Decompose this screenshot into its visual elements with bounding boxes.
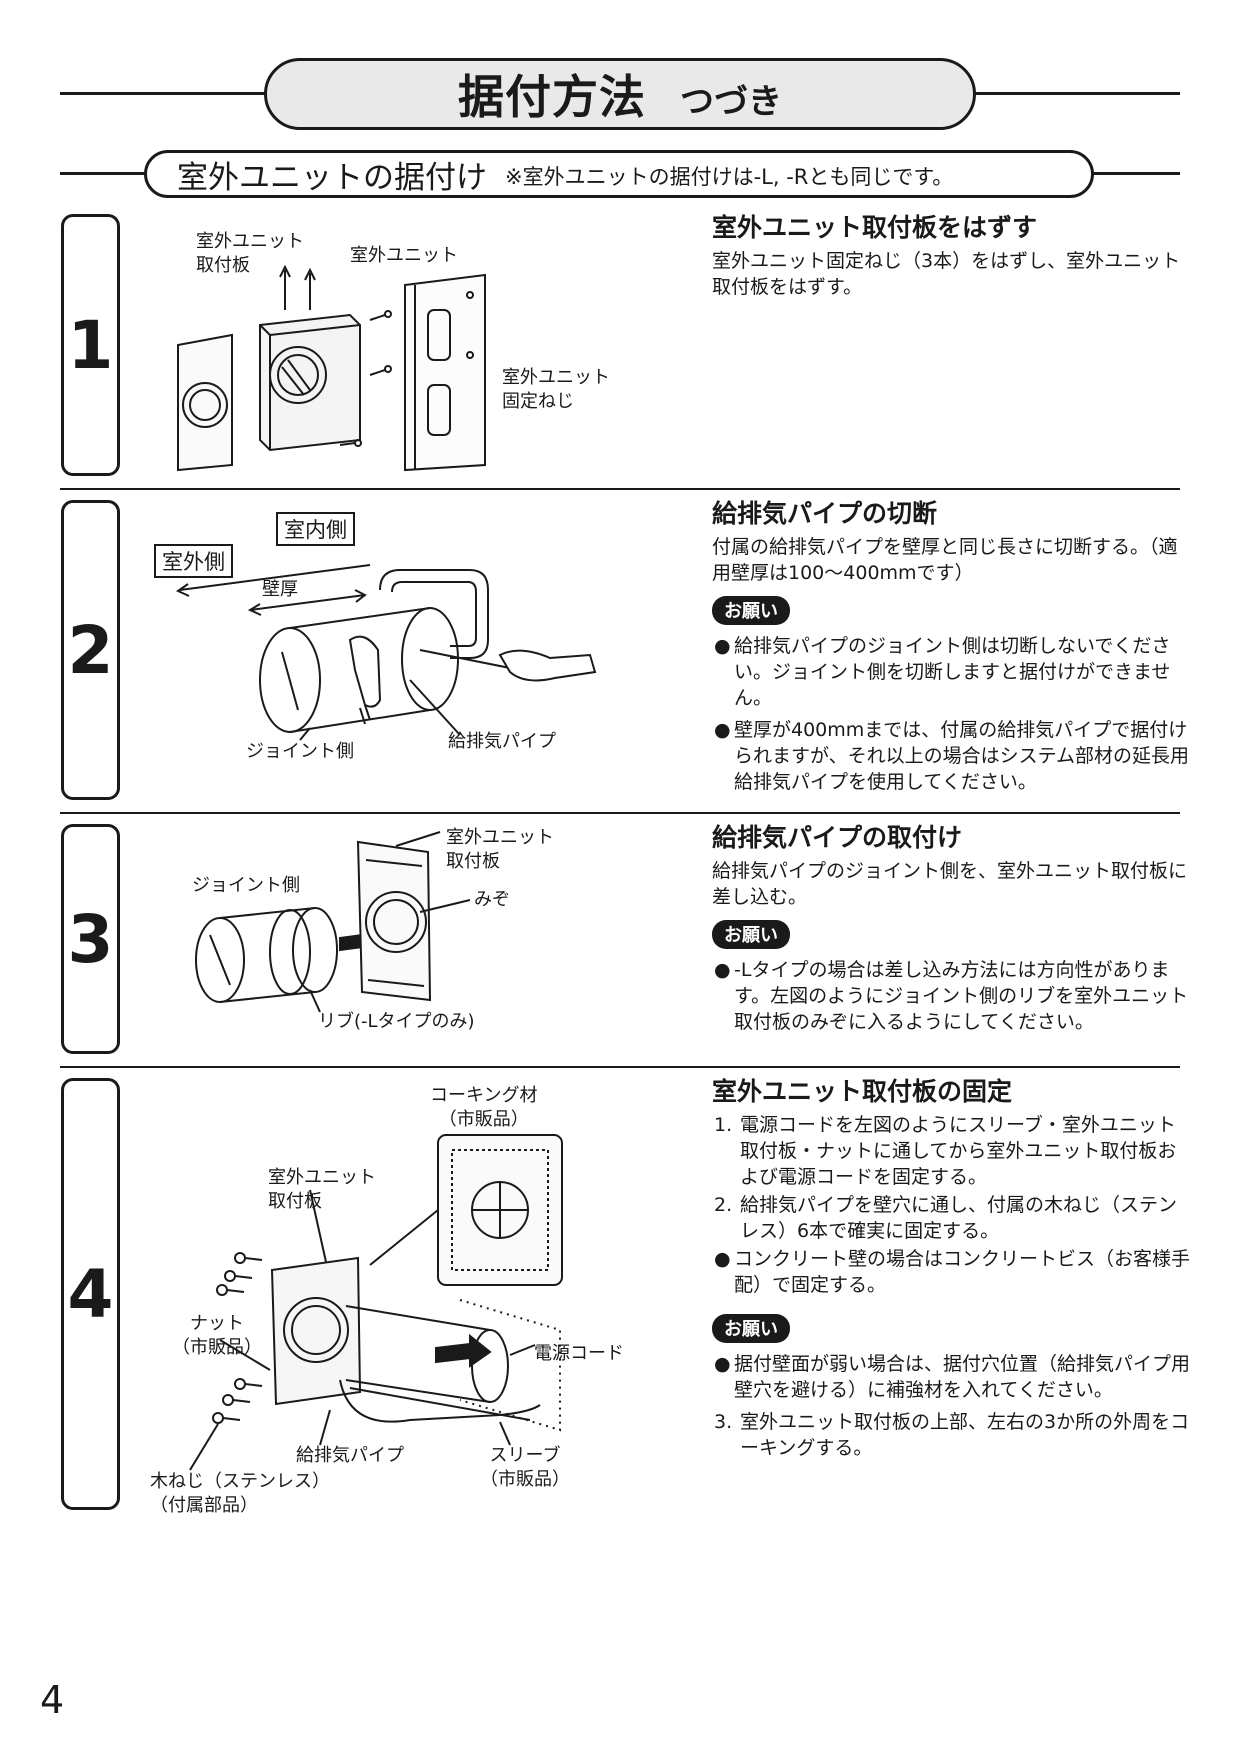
step-4-label-caulk: コーキング材 （市販品） bbox=[430, 1085, 538, 1130]
step-3-bullet: ●-Lタイプの場合は差し込み方法には方向性があります。左図のようにジョイント側の… bbox=[714, 959, 1189, 1033]
step-4-label-sleeve: スリーブ （市販品） bbox=[480, 1445, 570, 1490]
step-4-item: 2.給排気パイプを壁穴に通し、付属の木ねじ（ステンレス）6本で確実に固定する。 bbox=[714, 1194, 1178, 1242]
page-title-sub: つづき bbox=[680, 81, 782, 122]
step-3-heading: 給排気パイプの取付け bbox=[712, 823, 963, 852]
step-3-label-groove: みぞ bbox=[474, 889, 510, 910]
section-rule-right bbox=[1092, 172, 1180, 175]
step-4-label-plate: 室外ユニット 取付板 bbox=[268, 1167, 376, 1212]
step-4-label-screw: 木ねじ（ステンレス） （付属部品） bbox=[150, 1471, 330, 1516]
section-note: ※室外ユニットの据付けは-L, -Rとも同じです。 bbox=[505, 165, 954, 189]
step-divider bbox=[60, 488, 1180, 490]
step-2-label-indoor: 室内側 bbox=[276, 512, 355, 546]
step-4-notice-badge: お願い bbox=[712, 1314, 790, 1343]
step-3-label-plate: 室外ユニット 取付板 bbox=[446, 827, 554, 872]
step-2-text: 給排気パイプの切断 付属の給排気パイプを壁厚と同じ長さに切断する。（適用壁厚は1… bbox=[712, 498, 1192, 801]
step-2-label-outdoor: 室外側 bbox=[154, 544, 233, 578]
step-3-label-rib: リブ(-Lタイプのみ) bbox=[318, 1011, 475, 1032]
step-4-heading: 室外ユニット取付板の固定 bbox=[712, 1077, 1013, 1106]
step-3-illustration bbox=[195, 831, 471, 1013]
step-divider bbox=[60, 1066, 1180, 1068]
step-4-bullet: ●コンクリート壁の場合はコンクリートビス（お客様手配）で固定する。 bbox=[714, 1248, 1191, 1296]
step-1-label-screw: 室外ユニット 固定ねじ bbox=[502, 367, 610, 412]
step-2-bullet: ●壁厚が400mmまでは、付属の給排気パイプで据付けられますが、それ以上の場合は… bbox=[714, 719, 1190, 793]
step-2-notice-badge: お願い bbox=[712, 596, 790, 625]
step-2-heading: 給排気パイプの切断 bbox=[712, 499, 938, 528]
step-4-label-cord: 電源コード bbox=[534, 1343, 624, 1364]
step-2-body: 付属の給排気パイプを壁厚と同じ長さに切断する。（適用壁厚は100〜400mmです… bbox=[712, 536, 1178, 584]
step-1-illustration bbox=[177, 264, 486, 472]
page-title-banner: 据付方法 つづき bbox=[264, 58, 976, 130]
step-4-item: 3.室外ユニット取付板の上部、左右の3か所の外周をコーキングする。 bbox=[714, 1411, 1190, 1459]
section-rule-left bbox=[60, 172, 146, 175]
title-rule-left bbox=[60, 92, 266, 95]
section-title: 室外ユニットの据付け bbox=[177, 159, 487, 196]
step-number-3: 3 bbox=[61, 824, 120, 1054]
step-2-label-pipe: 給排気パイプ bbox=[448, 731, 556, 752]
step-1-body: 室外ユニット固定ねじ（3本）をはずし、室外ユニット取付板をはずす。 bbox=[712, 250, 1181, 298]
step-number-1: 1 bbox=[61, 214, 120, 476]
step-divider bbox=[60, 812, 1180, 814]
step-1-heading: 室外ユニット取付板をはずす bbox=[712, 213, 1038, 242]
step-2-bullet: ●給排気パイプのジョイント側は切断しないでください。ジョイント側を切断しますと据… bbox=[714, 635, 1171, 709]
step-1-label-unit: 室外ユニット bbox=[350, 245, 458, 266]
step-1-label-plate: 室外ユニット 取付板 bbox=[196, 231, 304, 276]
step-1-text: 室外ユニット取付板をはずす 室外ユニット固定ねじ（3本）をはずし、室外ユニット取… bbox=[712, 212, 1192, 300]
page-number: 4 bbox=[40, 1678, 65, 1722]
title-rule-right bbox=[974, 92, 1180, 95]
step-4-bullet: ●据付壁面が弱い場合は、据付穴位置（給排気パイプ用壁穴を避ける）に補強材を入れて… bbox=[714, 1353, 1191, 1401]
step-4-item: 1.電源コードを左図のようにスリーブ・室外ユニット取付板・ナットに通してから室外… bbox=[714, 1114, 1177, 1188]
step-number-4: 4 bbox=[61, 1078, 120, 1510]
step-4-text: 室外ユニット取付板の固定 1.電源コードを左図のようにスリーブ・室外ユニット取付… bbox=[712, 1076, 1192, 1463]
step-3-label-joint: ジョイント側 bbox=[192, 875, 300, 896]
step-2-illustration bbox=[175, 564, 597, 741]
step-2-label-joint: ジョイント側 bbox=[246, 741, 354, 762]
page-title: 据付方法 bbox=[458, 70, 646, 124]
section-title-banner: 室外ユニットの据付け ※室外ユニットの据付けは-L, -Rとも同じです。 bbox=[144, 150, 1094, 198]
step-4-illustration bbox=[189, 1134, 563, 1471]
step-number-2: 2 bbox=[61, 500, 120, 800]
step-4-label-pipe: 給排気パイプ bbox=[296, 1445, 404, 1466]
step-3-body: 給排気パイプのジョイント側を、室外ユニット取付板に差し込む。 bbox=[712, 860, 1188, 908]
step-2-label-wall: 壁厚 bbox=[262, 579, 298, 600]
step-3-text: 給排気パイプの取付け 給排気パイプのジョイント側を、室外ユニット取付板に差し込む… bbox=[712, 822, 1192, 1041]
step-3-notice-badge: お願い bbox=[712, 920, 790, 949]
